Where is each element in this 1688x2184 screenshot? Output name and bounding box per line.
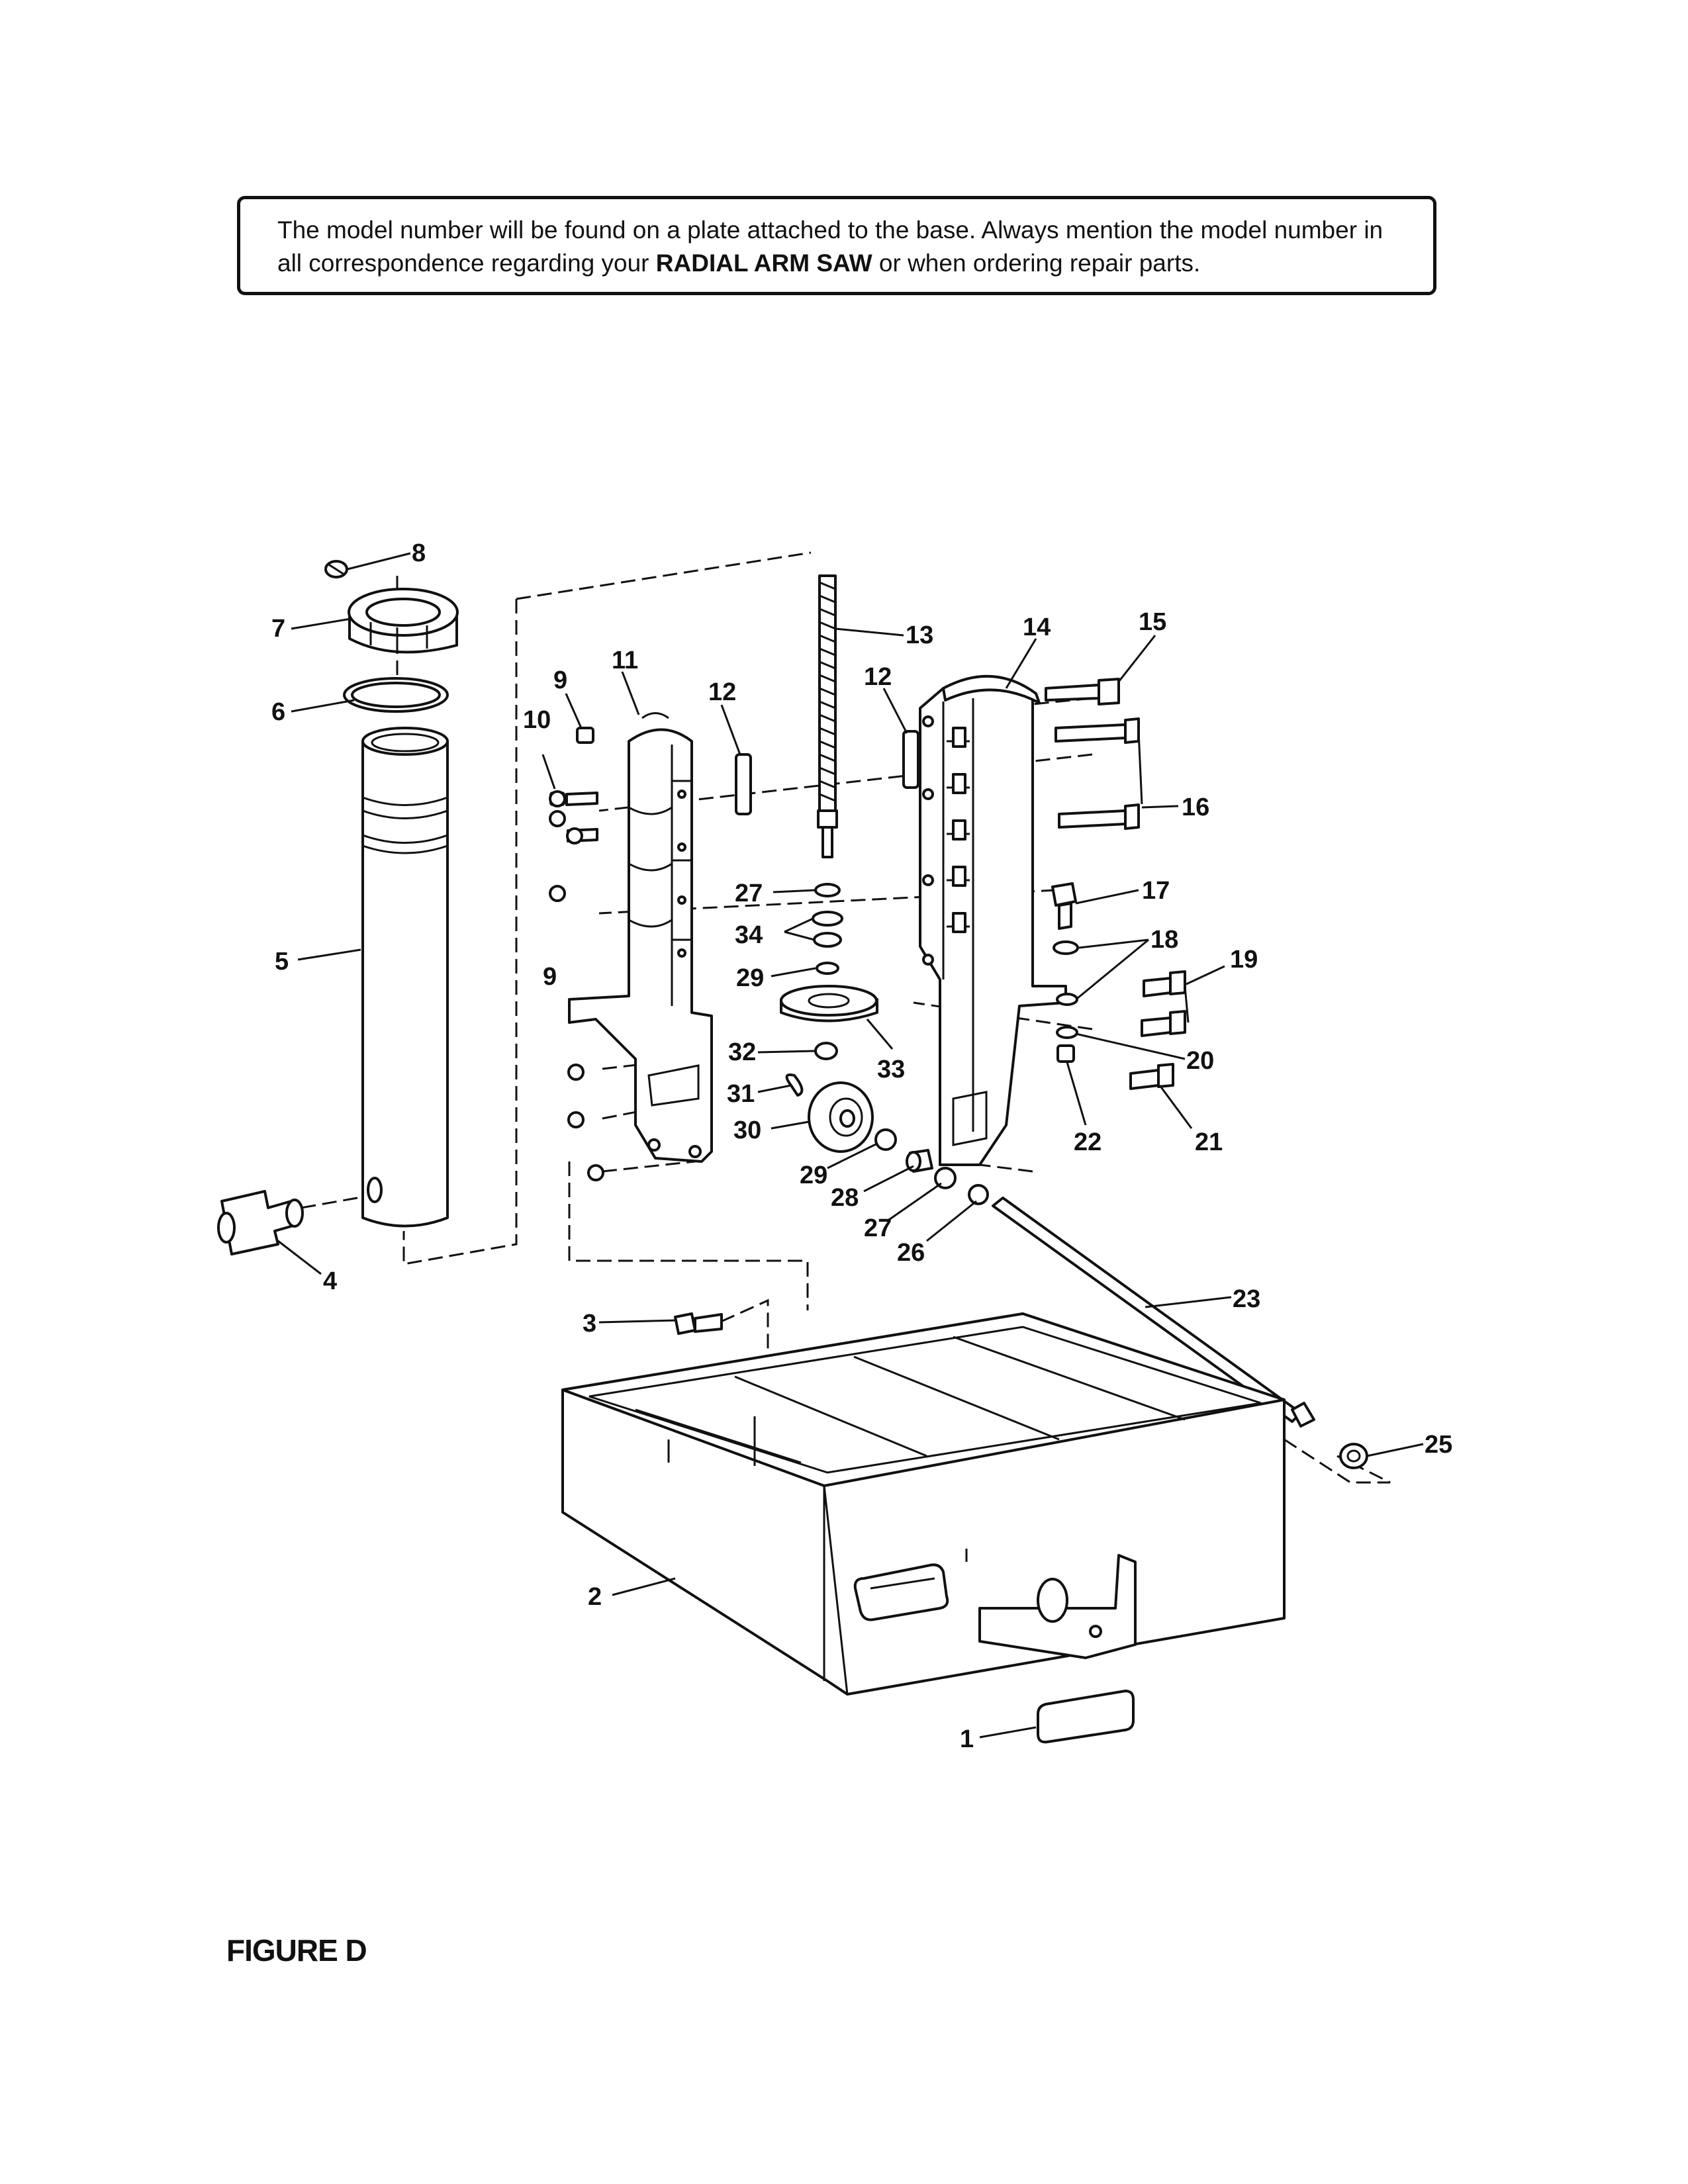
base-bolt-part	[674, 1312, 723, 1335]
label-7: 7	[271, 615, 285, 643]
label-29-top: 29	[736, 964, 764, 992]
label-29-bottom: 29	[800, 1161, 827, 1189]
part-number-labels: 8 7 6 5 4 9 10 9 11 12 12 13 14 15 16 17…	[271, 539, 1452, 1753]
nuts-and-screws-left	[549, 727, 604, 1181]
label-26: 26	[897, 1239, 925, 1267]
label-8: 8	[412, 539, 426, 567]
label-30: 30	[733, 1116, 761, 1144]
label-16: 16	[1182, 794, 1209, 821]
label-9-top: 9	[553, 666, 567, 694]
label-21: 21	[1195, 1128, 1223, 1156]
lock-knob-part	[217, 1190, 304, 1255]
label-9-bottom: 9	[543, 963, 557, 991]
label-12-left: 12	[708, 678, 736, 706]
label-20: 20	[1186, 1047, 1214, 1075]
threaded-rod-part	[817, 574, 838, 858]
label-4: 4	[323, 1267, 337, 1295]
column-support-left-part	[568, 712, 713, 1163]
base-frame-part	[561, 1312, 1286, 1696]
model-plate-part	[1037, 1690, 1135, 1744]
label-1: 1	[960, 1725, 974, 1753]
notice-product-name: RADIAL ARM SAW	[655, 250, 872, 277]
label-6: 6	[271, 698, 285, 726]
label-3: 3	[583, 1310, 596, 1338]
label-19: 19	[1230, 946, 1258, 974]
label-28: 28	[831, 1184, 859, 1212]
figure-label: FIGURE D	[226, 1933, 367, 1968]
column-collar-part	[348, 588, 459, 654]
notice-text-end: or when ordering repair parts.	[872, 250, 1201, 277]
leader-lines	[277, 552, 1424, 1739]
label-27-top: 27	[735, 880, 763, 907]
notice-text: The model number will be found on a plat…	[277, 216, 1383, 277]
pulley-stack	[780, 883, 878, 1153]
label-15: 15	[1139, 608, 1166, 636]
label-31: 31	[727, 1080, 755, 1108]
label-13: 13	[906, 621, 933, 649]
hardware-right	[1051, 882, 1190, 1090]
column-support-right-part	[919, 674, 1067, 1166]
pin-parts	[735, 730, 919, 815]
set-screw-part	[324, 560, 348, 578]
label-2: 2	[588, 1583, 602, 1611]
label-11: 11	[612, 647, 638, 674]
label-22: 22	[1074, 1128, 1102, 1156]
label-5: 5	[275, 948, 289, 976]
label-12-right: 12	[864, 663, 892, 691]
retaining-ring-part	[343, 677, 449, 713]
label-27-bottom: 27	[864, 1214, 892, 1242]
shaft-hardware	[874, 1128, 1368, 1469]
label-33: 33	[877, 1056, 905, 1083]
label-32: 32	[728, 1038, 756, 1066]
label-34: 34	[735, 921, 763, 949]
label-18: 18	[1150, 926, 1178, 954]
label-25: 25	[1425, 1431, 1452, 1459]
column-tube-part	[361, 727, 449, 1228]
long-bolts	[1045, 678, 1143, 830]
label-23: 23	[1233, 1285, 1260, 1313]
model-number-notice: The model number will be found on a plat…	[237, 196, 1436, 295]
label-14: 14	[1023, 614, 1051, 641]
label-17: 17	[1142, 877, 1170, 905]
label-10: 10	[523, 706, 551, 734]
